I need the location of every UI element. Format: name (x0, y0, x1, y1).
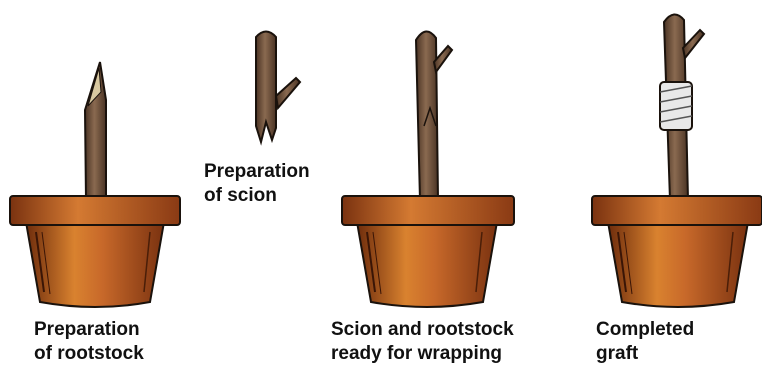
caption-line: Preparation (204, 160, 310, 184)
graft-wrap (660, 82, 692, 130)
scion-illustration (256, 32, 300, 143)
caption-line: graft (596, 342, 694, 366)
caption-line: Scion and rootstock (331, 318, 514, 342)
scion-stem (256, 32, 276, 143)
caption-preparation-of-scion: Preparation of scion (204, 160, 310, 208)
caption-line: of rootstock (34, 342, 144, 366)
pot-3 (592, 196, 762, 307)
caption-ready-for-wrapping: Scion and rootstock ready for wrapping (331, 318, 514, 366)
caption-line: Preparation (34, 318, 144, 342)
caption-line: Completed (596, 318, 694, 342)
completed-bud (683, 30, 704, 58)
ready-illustration (342, 31, 514, 307)
rootstock-illustration (10, 62, 180, 307)
caption-completed-graft: Completed graft (596, 318, 694, 366)
caption-line: ready for wrapping (331, 342, 514, 366)
scion-bud (276, 78, 300, 108)
completed-illustration (592, 14, 762, 307)
caption-preparation-of-rootstock: Preparation of rootstock (34, 318, 144, 366)
caption-line: of scion (204, 184, 310, 208)
pot-1 (10, 196, 180, 307)
pot-2 (342, 196, 514, 307)
